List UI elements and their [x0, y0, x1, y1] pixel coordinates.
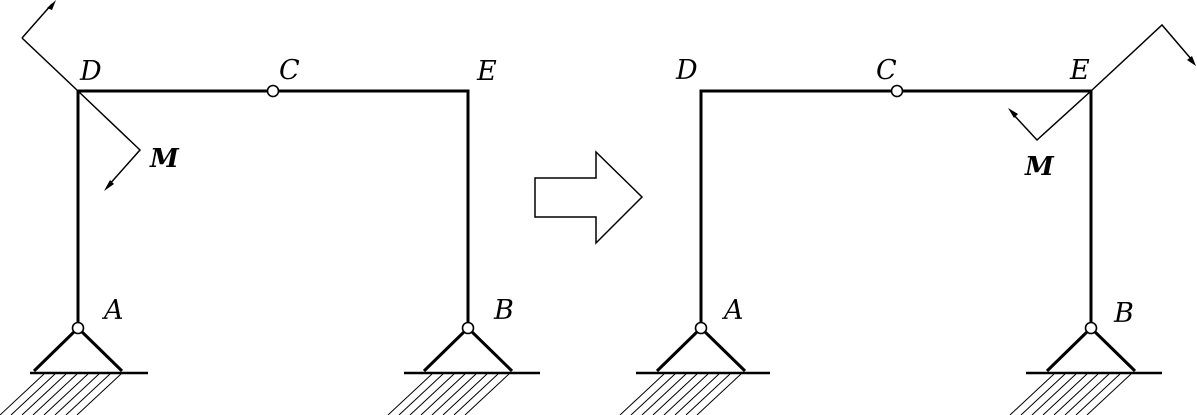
right-support-b	[1009, 321, 1162, 415]
right-moment-label: M	[1024, 152, 1055, 182]
right-moment-symbol	[1008, 23, 1196, 142]
left-frame: D C E A B M	[0, 0, 540, 415]
left-moment-label: M	[149, 144, 180, 174]
right-support-a	[619, 321, 770, 415]
right-label-e: E	[1069, 55, 1090, 86]
left-label-a: A	[101, 295, 124, 326]
left-hinge-c	[266, 84, 280, 98]
right-label-c: C	[876, 55, 897, 86]
right-hinge-c	[890, 84, 904, 98]
right-label-b: B	[1113, 298, 1134, 329]
right-label-d: D	[675, 55, 698, 86]
left-label-b: B	[493, 295, 514, 326]
right-frame: D C E A B M	[619, 23, 1196, 415]
transform-arrow-icon	[534, 150, 644, 245]
left-label-c: C	[279, 55, 300, 86]
left-label-d: D	[79, 56, 102, 87]
right-label-a: A	[721, 295, 744, 326]
left-moment-symbol	[21, 0, 142, 191]
left-support-b	[387, 321, 540, 415]
left-support-a	[0, 321, 148, 415]
left-label-e: E	[476, 56, 497, 87]
